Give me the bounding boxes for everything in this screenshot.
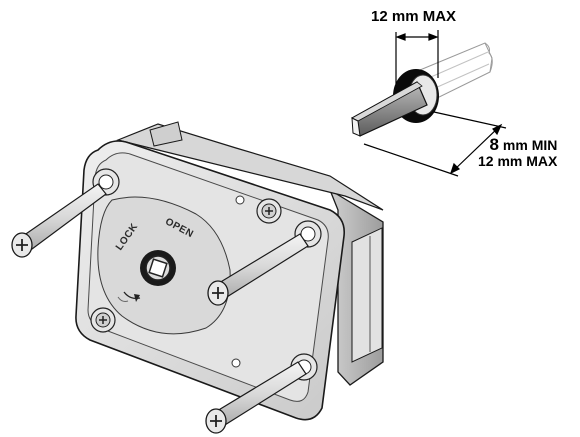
housing-top-tab [149,121,183,147]
screw-middle [207,233,309,306]
dimension-width [395,30,439,84]
spindle-assembly [351,42,493,137]
spindle-length-min-unit: mm MIN [499,137,558,153]
spindle-bar-end [351,117,361,137]
rivet-hole [231,358,241,368]
lock-dial: LOCK OPEN [97,196,231,335]
spindle-length-min-value: 8 [489,135,500,154]
spindle-length-min: 8 mm MIN [478,135,558,154]
screw-bottom [205,361,307,434]
spindle-width-label: 12 mm MAX [371,8,457,25]
mounting-boss-top-right [256,198,282,224]
screw-cross-icon [212,287,224,299]
square-socket [148,258,168,278]
screw-cross-icon [16,239,28,251]
screw-cross-icon [265,207,273,215]
arrow-head-icon [134,294,140,302]
direction-arrow-icon [123,291,141,300]
rivet-hole [235,195,245,205]
spindle-bar [351,81,428,137]
screw-cross-icon [99,316,107,324]
spindle-length-label: 8 mm MIN 12 mm MAX [478,135,558,169]
screw-left [11,183,107,258]
screw-cross-icon [210,415,222,427]
dimension-length [363,111,507,177]
housing-side-plate [351,227,383,363]
spindle-length-max: 12 mm MAX [478,153,558,169]
mounting-boss-bottom-left [90,307,116,333]
